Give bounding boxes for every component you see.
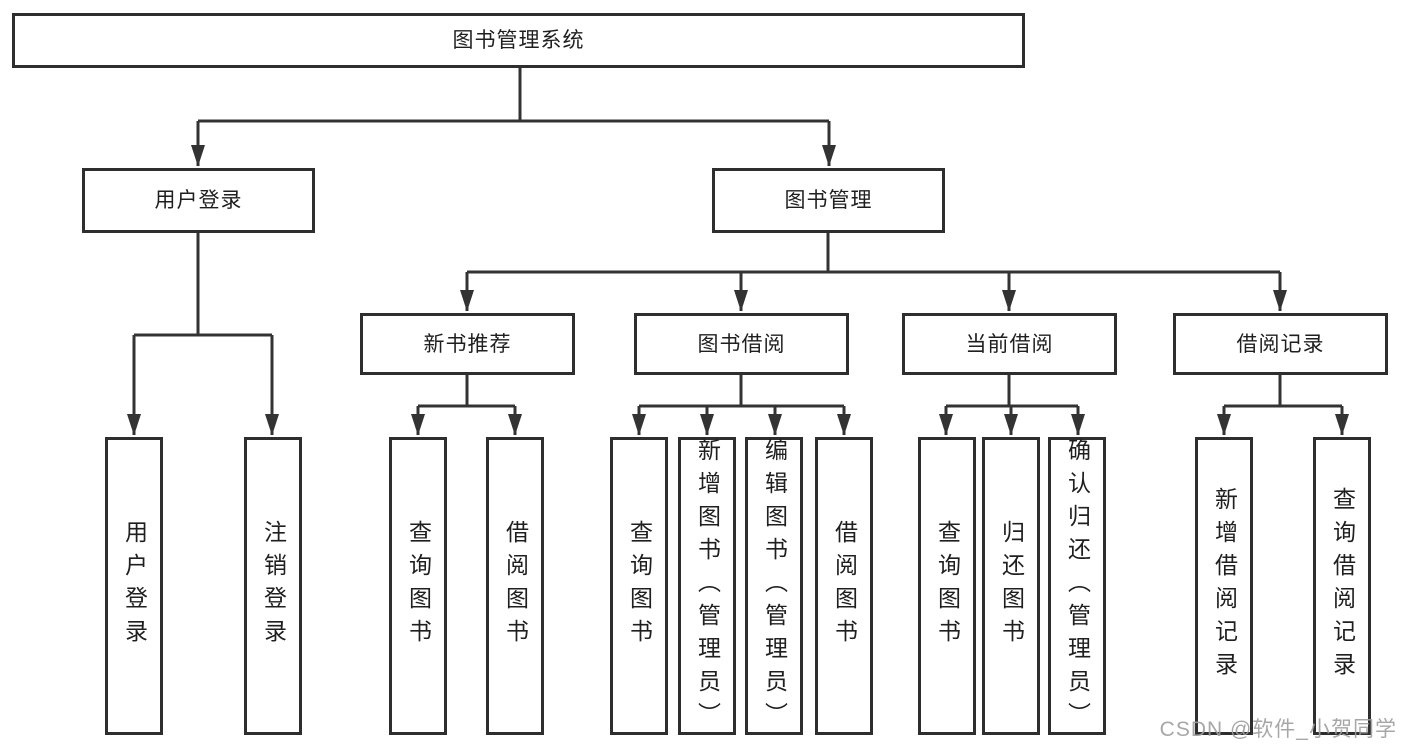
node-borrow-records: 借阅记录 — [1173, 313, 1388, 375]
leaf-add-books-admin: 新增图书（管理员） — [678, 437, 736, 735]
leaf-query-books-current: 查询图书 — [918, 437, 976, 735]
node-user-login: 用户登录 — [82, 168, 315, 233]
leaf-user-login: 用户登录 — [105, 437, 163, 735]
leaf-edit-books-admin: 编辑图书（管理员） — [745, 437, 803, 735]
leaf-user-login-label: 用户登录 — [121, 520, 148, 652]
node-new-book-recommend: 新书推荐 — [360, 313, 575, 375]
connector-root-to-level2 — [191, 68, 836, 167]
connector-book-management-children — [460, 233, 1287, 312]
leaf-add-borrow-record: 新增借阅记录 — [1195, 437, 1253, 735]
node-book-borrow-label: 图书借阅 — [697, 332, 786, 356]
connector-borrow-records-children — [1217, 375, 1349, 436]
leaf-query-borrow-record: 查询借阅记录 — [1313, 437, 1371, 735]
leaf-borrow-books-label: 借阅图书 — [831, 520, 858, 652]
leaf-add-books-admin-label: 新增图书（管理员） — [694, 437, 721, 735]
connector-new-book-children — [411, 375, 522, 436]
node-book-management-label: 图书管理 — [784, 189, 873, 212]
node-current-borrow-label: 当前借阅 — [965, 332, 1054, 356]
leaf-query-books-borrow: 查询图书 — [610, 437, 668, 735]
leaf-return-books: 归还图书 — [982, 437, 1040, 735]
leaf-borrow-books-recommend-label: 借阅图书 — [502, 520, 529, 652]
node-book-management: 图书管理 — [712, 168, 945, 233]
node-new-book-recommend-label: 新书推荐 — [423, 332, 512, 356]
leaf-add-borrow-record-label: 新增借阅记录 — [1211, 487, 1238, 685]
node-borrow-records-label: 借阅记录 — [1236, 332, 1325, 356]
leaf-confirm-return-admin-label: 确认归还（管理员） — [1064, 437, 1091, 735]
leaf-query-books-current-label: 查询图书 — [934, 520, 961, 652]
leaf-logout: 注销登录 — [244, 437, 302, 735]
node-current-borrow: 当前借阅 — [902, 313, 1117, 375]
leaf-borrow-books: 借阅图书 — [815, 437, 873, 735]
leaf-query-books-recommend-label: 查询图书 — [405, 520, 432, 652]
leaf-confirm-return-admin: 确认归还（管理员） — [1048, 437, 1106, 735]
node-root-label: 图书管理系统 — [452, 29, 585, 52]
node-book-borrow: 图书借阅 — [634, 313, 849, 375]
leaf-edit-books-admin-label: 编辑图书（管理员） — [761, 437, 788, 735]
leaf-query-books-borrow-label: 查询图书 — [626, 520, 653, 652]
connector-current-borrow-children — [939, 375, 1085, 436]
leaf-logout-label: 注销登录 — [260, 520, 287, 652]
node-root: 图书管理系统 — [12, 13, 1025, 68]
leaf-query-books-recommend: 查询图书 — [389, 437, 447, 735]
leaf-query-borrow-record-label: 查询借阅记录 — [1329, 487, 1356, 685]
connector-book-borrow-children — [632, 375, 851, 436]
leaf-return-books-label: 归还图书 — [998, 520, 1025, 652]
leaf-borrow-books-recommend: 借阅图书 — [486, 437, 544, 735]
connector-user-login-children — [127, 233, 279, 436]
node-user-login-label: 用户登录 — [154, 189, 243, 212]
